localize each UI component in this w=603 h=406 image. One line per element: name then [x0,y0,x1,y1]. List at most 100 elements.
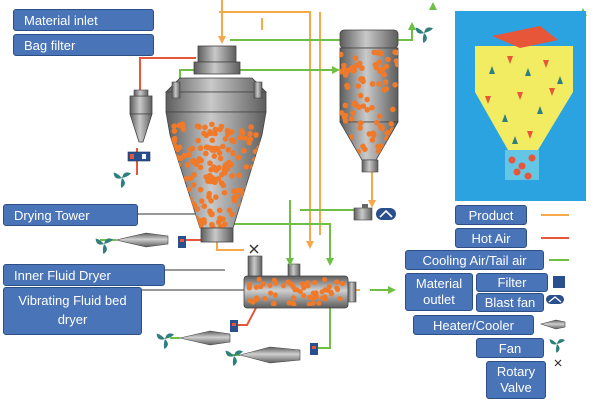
particle [166,158,170,165]
particle [350,110,356,116]
inset-flow-arrow [537,106,543,114]
particle [246,139,252,146]
particle [341,62,347,69]
particle [362,146,368,153]
particle [360,103,367,109]
particle [175,167,181,173]
particle [272,292,278,298]
particle [375,148,382,155]
particle [241,147,247,154]
particle [213,194,219,200]
inset-flow-arrow [549,88,555,96]
heater-cooler-icon [115,232,301,364]
drying-tower-label: Drying Tower [3,204,138,226]
particle [260,178,266,185]
particle [349,64,356,71]
particle [344,68,350,75]
particle [305,280,311,286]
particle [173,172,180,179]
particle [311,295,317,301]
particle [291,301,297,306]
particle [355,83,362,89]
particle [238,202,244,209]
particle [248,124,254,130]
particle [297,289,303,295]
particle [344,82,350,89]
legend-product-label: Product [455,205,527,225]
particle [377,113,383,120]
particle [178,201,185,208]
particle [168,147,175,154]
legend-symbols [539,214,569,367]
inset-flow-arrow [489,66,495,74]
particle [253,193,260,199]
particle [235,154,242,161]
particle [319,289,325,295]
inset-flow-arrow [525,68,531,76]
particle [349,116,355,122]
particle [166,183,172,190]
particle [259,184,266,191]
particle [381,87,388,93]
particle [217,224,224,228]
particle [206,194,212,200]
particle [267,282,273,288]
particle [234,187,241,194]
particle [259,212,265,218]
particle [226,162,233,168]
particle [211,153,218,159]
particle [195,137,201,144]
legend-blast-fan-label: Blast fan [476,293,544,312]
particle [393,58,398,64]
particle [190,182,197,188]
particle [385,129,392,136]
particle [201,130,207,137]
particle [350,151,357,157]
callout-lines [137,213,244,291]
particle [184,162,191,168]
particle [201,217,207,223]
particle [385,155,391,160]
particle [312,279,318,286]
particle [287,281,293,287]
particle [242,135,248,141]
particle [241,216,248,222]
particle [342,118,349,124]
particle [354,62,360,69]
particle [221,170,228,176]
particle [202,124,208,131]
particle [351,101,358,107]
particle [203,174,209,180]
fan-icon [113,172,131,189]
inset-flow-arrow [557,76,563,84]
fan-icon [225,350,243,367]
particle [166,203,171,209]
filter-icon [178,236,318,355]
particle [220,182,227,189]
particle [256,276,262,282]
particle [322,277,328,283]
particle [339,281,345,287]
particle [237,211,244,218]
particle [383,63,390,70]
particle [176,144,183,151]
particle [175,214,181,221]
particle [209,224,216,228]
inset-particle [528,154,536,162]
particle [180,223,186,228]
particle [359,65,365,71]
particle [171,217,177,224]
particle [334,285,340,291]
particle [191,172,197,178]
vibrating-particles [247,276,345,306]
fan-icon [549,339,565,353]
particle [201,203,208,209]
particle [376,81,382,87]
particle [171,136,177,142]
particle [357,120,364,126]
filter-legend-icon [553,276,565,288]
particle [247,281,253,288]
particle [166,199,170,206]
particle [176,196,183,203]
